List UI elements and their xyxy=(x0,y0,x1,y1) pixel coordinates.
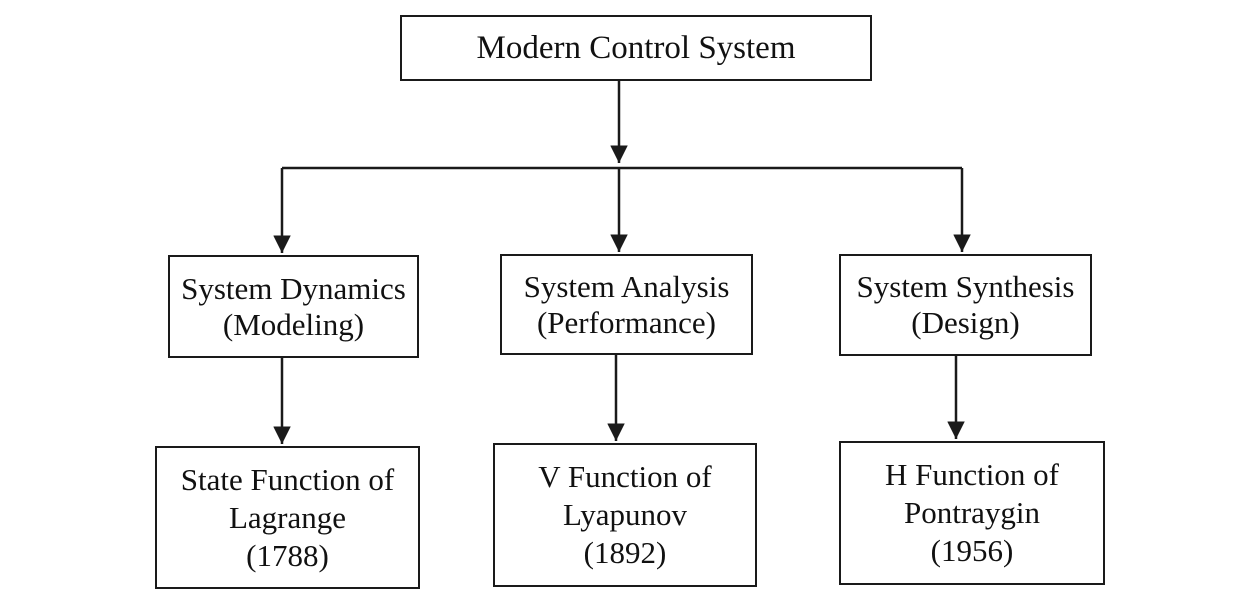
leaf-line-3: (1956) xyxy=(930,533,1014,568)
leaf-node-pontraygin: H Function of Pontraygin (1956) xyxy=(839,441,1105,585)
leaf-line-3: (1892) xyxy=(583,535,667,570)
node-system-dynamics: System Dynamics (Modeling) xyxy=(168,255,419,358)
leaf-line-3: (1788) xyxy=(246,537,329,573)
root-node-modern-control-system: Modern Control System xyxy=(400,15,872,81)
leaf-node-lagrange: State Function of Lagrange (1788) xyxy=(155,446,420,589)
node-subtitle: (Modeling) xyxy=(222,306,365,342)
leaf-line-1: V Function of xyxy=(538,459,712,494)
leaf-line-1: State Function of xyxy=(180,461,395,497)
node-system-analysis: System Analysis (Performance) xyxy=(500,254,753,355)
leaf-node-lyapunov: V Function of Lyapunov (1892) xyxy=(493,443,757,587)
root-node-label: Modern Control System xyxy=(476,29,796,66)
leaf-line-2: Lagrange xyxy=(228,499,347,535)
leaf-line-1: H Function of xyxy=(885,457,1059,492)
node-title: System Analysis xyxy=(523,268,730,304)
leaf-line-2: Lyapunov xyxy=(563,497,687,532)
node-subtitle: (Performance) xyxy=(536,304,716,340)
node-subtitle: (Design) xyxy=(911,305,1020,340)
node-system-synthesis: System Synthesis (Design) xyxy=(839,254,1092,356)
leaf-line-2: Pontraygin xyxy=(903,495,1041,530)
node-title: System Dynamics xyxy=(181,270,406,306)
node-title: System Synthesis xyxy=(856,269,1075,304)
